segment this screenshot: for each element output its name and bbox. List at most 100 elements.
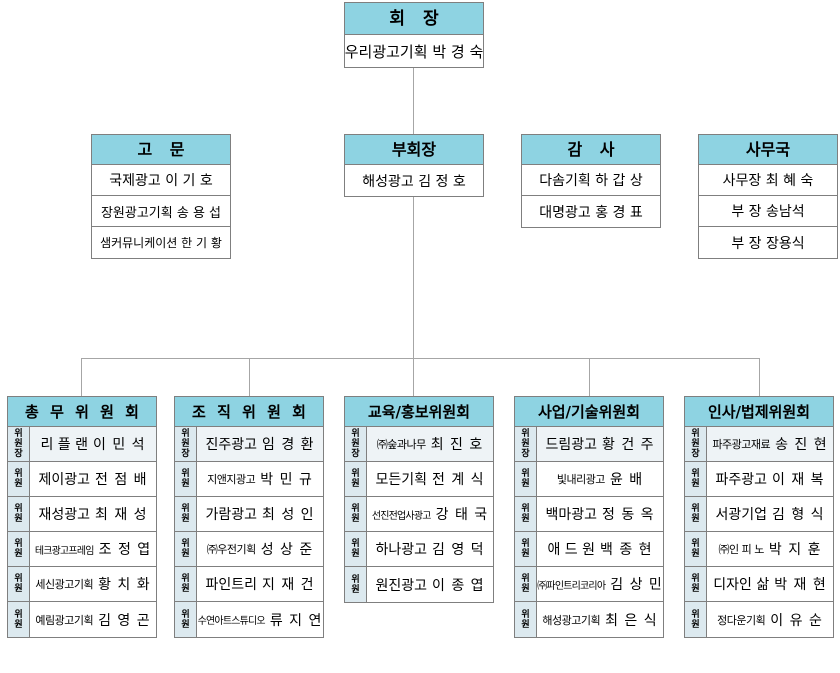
- connector-bus-to-committee-3: [589, 358, 590, 396]
- org-box-advisor[interactable]: 고 문 국제광고 이 기 호 장원광고기획 송 용 섭 샘커뮤니케이션 한 기 …: [91, 134, 231, 259]
- org-member-person: 송 진 현: [775, 437, 828, 453]
- connector-bus-to-committee-0: [81, 358, 82, 396]
- org-member-org: 세신광고기획: [35, 578, 94, 591]
- org-member-person: 최 재 성: [94, 507, 148, 523]
- org-member-org: 사무장: [722, 173, 762, 189]
- org-member-person: 최 은 식: [605, 612, 658, 629]
- connector-president-to-vice: [413, 66, 414, 134]
- org-member-org: 제이광고: [38, 472, 90, 488]
- org-box-president[interactable]: 회 장 우리광고기획 박 경 숙: [344, 2, 484, 68]
- org-member-person: 김 영 곤: [98, 612, 151, 629]
- org-member-person: 박 민 규: [260, 472, 313, 488]
- org-row-advisor-2: 샘커뮤니케이션 한 기 황: [92, 227, 230, 258]
- org-member-org: 수연아트스튜디오: [197, 616, 266, 627]
- org-member-person: 장용식: [766, 235, 805, 252]
- org-box-committee-2-title: 교육/홍보위원회: [345, 397, 493, 427]
- connector-bus-to-committee-4: [759, 358, 760, 396]
- org-box-committee-3-title: 사업/기술위원회: [515, 397, 663, 427]
- org-member-org: 선진전업사광고: [371, 510, 432, 522]
- org-box-president-title: 회 장: [345, 3, 483, 35]
- org-member-org: 모든기획: [375, 472, 427, 488]
- org-row-advisor-1: 장원광고기획 송 용 섭: [92, 196, 230, 227]
- org-member-org: 해성광고기획: [542, 613, 601, 627]
- org-member-org: 예림광고기획: [35, 613, 94, 627]
- org-member-person: 한 기 황: [181, 236, 222, 250]
- org-member-org: 애 드 원: [547, 542, 595, 558]
- org-member-org: 해성광고: [362, 173, 414, 190]
- org-box-auditor[interactable]: 감 사 다솜기획 하 갑 상 대명광고 홍 경 표: [521, 134, 661, 228]
- org-row-advisor-0: 국제광고 이 기 호: [92, 165, 230, 196]
- org-member-person: 임 경 환: [261, 437, 315, 453]
- org-member-person: 송 용 섭: [176, 205, 222, 221]
- member-cell: 지앤지광고 박 민 규: [197, 462, 323, 496]
- org-row-auditor-0: 다솜기획 하 갑 상: [522, 165, 660, 196]
- org-member-org: 부 장: [731, 235, 762, 252]
- org-member-person: 박 지 훈: [768, 542, 822, 558]
- org-member-org: 가람광고: [205, 507, 257, 523]
- org-member-org: ㈜파인트리코리아: [537, 580, 606, 592]
- org-box-vice-president[interactable]: 부회장 해성광고 김 정 호: [344, 134, 484, 197]
- org-member-person: 하 갑 상: [595, 173, 643, 189]
- org-member-org: 정다운기획: [717, 613, 766, 627]
- org-member-person: 박 재 현: [774, 577, 827, 593]
- org-member-org: 지앤지광고: [207, 473, 256, 486]
- org-member-person: 송남석: [766, 204, 805, 220]
- member-cell: 예림광고기획 김 영 곤: [30, 602, 156, 637]
- org-box-secretariat[interactable]: 사무국 사무장 최 혜 숙 부 장 송남석 부 장 장용식: [698, 134, 838, 259]
- org-member-person: 이 민 석: [93, 437, 146, 453]
- org-member-org: 테크광고프레임: [34, 545, 95, 557]
- member-cell: 해성광고기획 최 은 식: [537, 602, 663, 637]
- org-row-secretariat-2: 부 장 장용식: [699, 227, 837, 258]
- org-member-org: 샘커뮤니케이션: [100, 236, 178, 250]
- org-member-person: 지 재 건: [261, 577, 315, 593]
- org-member-org: 파주광고: [715, 472, 767, 488]
- connector-committee-bus: [81, 358, 759, 359]
